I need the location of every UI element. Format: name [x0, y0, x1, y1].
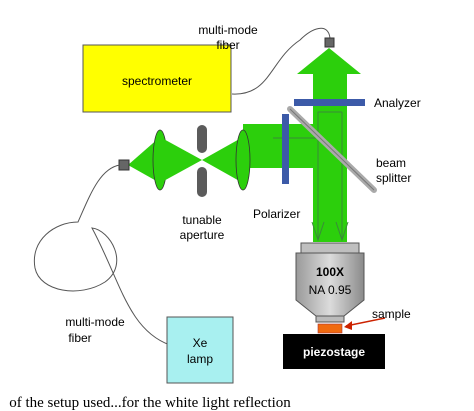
- down-arrow-left: [311, 221, 325, 242]
- beam-cone-2: [160, 137, 202, 183]
- sample-pointer-line: [345, 317, 386, 327]
- figure-caption-fragment: of the setup used...for the white light …: [9, 395, 291, 411]
- fiber-top-label-line2: fiber: [216, 38, 239, 52]
- objective-collar: [300, 242, 360, 254]
- sample-label: sample: [372, 307, 411, 321]
- sample-pointer-head: [344, 321, 352, 330]
- spectrometer-label: spectrometer: [122, 74, 192, 88]
- fiber-top-label-line1: multi-mode: [198, 23, 258, 37]
- objective-tip: [315, 315, 345, 323]
- analyzer-label: Analyzer: [374, 96, 421, 110]
- beam-splitter-label-line2: splitter: [376, 171, 411, 185]
- spectrometer-box: [82, 44, 232, 113]
- top-fiber-cable: [231, 27, 331, 95]
- beam-cone-1: [128, 137, 160, 183]
- horizontal-green-beam: [243, 124, 313, 168]
- aperture-blade-top: [197, 125, 207, 153]
- beam-cone-3: [202, 137, 243, 183]
- fiber-coupler-left: [118, 159, 130, 171]
- objective-magnification-label: 100X: [316, 265, 344, 279]
- down-arrow-right: [335, 221, 349, 242]
- piezostage-label: piezostage: [303, 345, 365, 359]
- polarizer-label: Polarizer: [253, 207, 300, 221]
- xe-lamp-box: [166, 316, 234, 384]
- aperture-blade-bottom: [197, 167, 207, 197]
- lamp-label-line1: Xe: [193, 336, 208, 350]
- aperture-label-line2: aperture: [180, 228, 225, 242]
- objective-na-label: NA 0.95: [309, 283, 352, 297]
- aperture-label-line1: tunable: [182, 213, 222, 227]
- beam-splitter-edge: [289, 108, 375, 191]
- beam-splitter-label-line1: beam: [376, 156, 406, 170]
- bottom-fiber-cable: [33, 164, 171, 346]
- analyzer-plate: [294, 99, 365, 106]
- reflected-beam-line: [273, 111, 342, 139]
- fiber-bottom-label-line2: fiber: [68, 331, 91, 345]
- fiber-bottom-label-line1: multi-mode: [65, 315, 125, 329]
- polarizer-plate: [282, 114, 289, 184]
- fiber-coupler-top: [324, 37, 335, 48]
- piezostage-box: [283, 334, 385, 369]
- lamp-label-line2: lamp: [187, 352, 213, 366]
- sample-block: [317, 323, 343, 334]
- lens-2: [235, 129, 251, 191]
